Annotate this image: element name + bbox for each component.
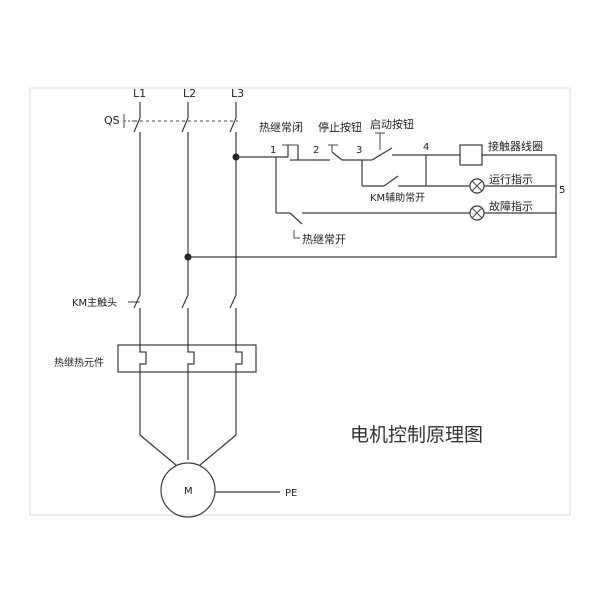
thermal-element-box — [117, 344, 257, 373]
node-3-label: 3 — [356, 145, 362, 156]
fault-indicator-label: 故障指示 — [489, 199, 533, 213]
motor-symbol — [160, 462, 216, 518]
pe-label: PE — [285, 488, 297, 499]
qs-label: QS — [104, 114, 120, 127]
start-button-label: 启动按钮 — [370, 117, 414, 131]
qs-switch — [123, 114, 238, 133]
phase-label-l1: L1 — [133, 87, 146, 100]
km-aux-no-label: KM辅助常开 — [370, 191, 425, 204]
km-main-contacts — [128, 294, 237, 345]
motor-feed-lines — [139, 372, 237, 466]
node-5-label: 5 — [559, 185, 565, 196]
stop-button-label: 停止按钮 — [318, 120, 362, 134]
phase-label-l3: L3 — [231, 87, 244, 100]
diagram-title: 电机控制原理图 — [350, 424, 483, 446]
scan-border — [29, 87, 571, 516]
contactor-coil-label: 接触器线圈 — [488, 139, 543, 153]
km-main-contact-label: KM主触头 — [72, 296, 117, 309]
thermal-nc-label: 热继常闭 — [259, 121, 303, 134]
control-circuit — [188, 132, 557, 258]
phase-label-l2: L2 — [183, 87, 196, 100]
run-indicator-label: 运行指示 — [489, 172, 533, 186]
motor-label: M — [184, 486, 193, 497]
node-4-label: 4 — [423, 142, 429, 153]
thermal-element-label: 热继热元件 — [54, 356, 104, 369]
node-2-label: 2 — [313, 145, 319, 156]
phase-lines — [139, 102, 237, 118]
thermal-no-label: 热继常开 — [302, 233, 346, 246]
phase-lines-mid — [139, 132, 237, 295]
node-1-label: 1 — [270, 145, 276, 156]
